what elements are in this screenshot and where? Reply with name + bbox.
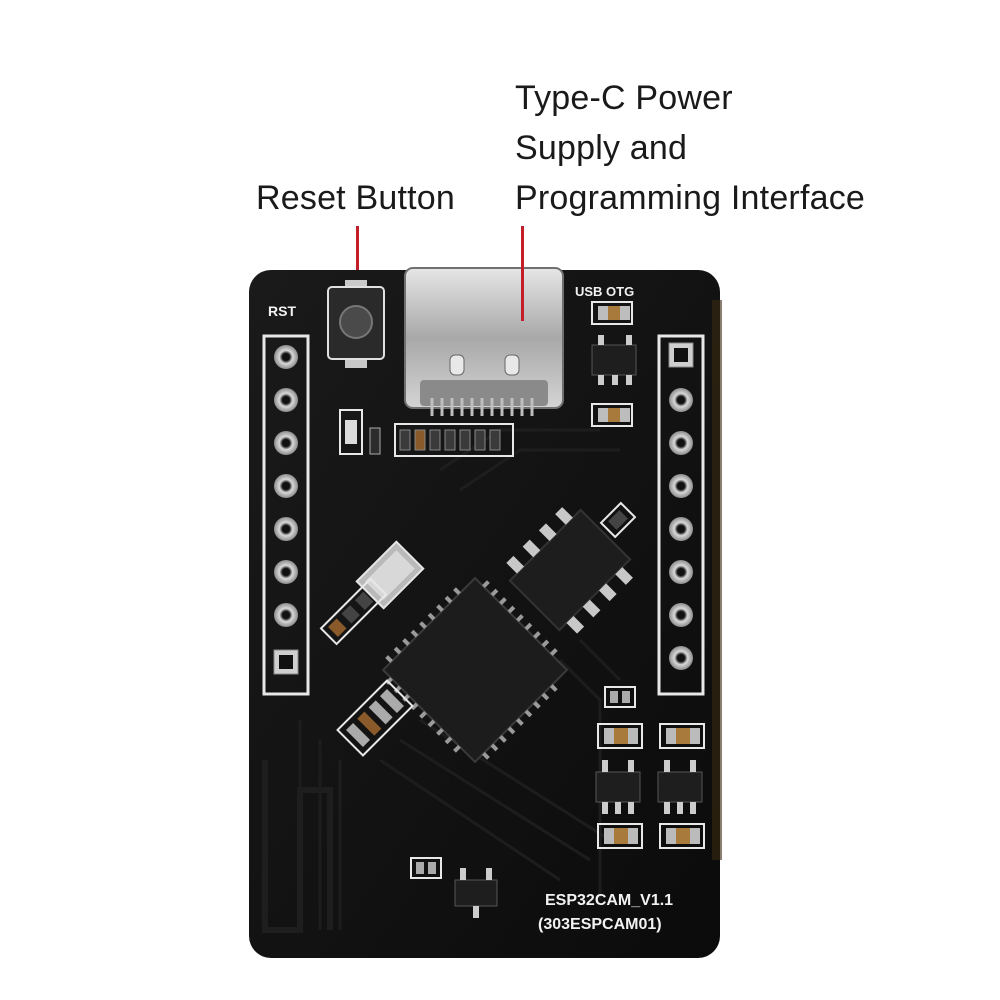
reset-leader-line — [356, 226, 359, 286]
typec-label-line-3: Programming Interface — [515, 179, 866, 217]
esp32-chip — [381, 576, 569, 764]
otg-components — [591, 301, 637, 427]
left-pin-header — [262, 334, 310, 696]
right-pin-header — [657, 334, 705, 696]
usb-type-c-connector[interactable] — [404, 267, 564, 416]
lower-left-passives — [336, 679, 414, 757]
model-silkscreen: ESP32CAM_V1.1 — [545, 892, 673, 909]
reset-button-label: Reset Button — [256, 179, 455, 217]
usb-otg-silkscreen: USB OTG — [575, 284, 634, 299]
pcb-antenna — [262, 760, 333, 933]
crystal-passives — [319, 577, 388, 646]
voltage-regulators — [595, 686, 705, 849]
typec-interface-label: Type-C Power Supply and Programming Inte… — [515, 73, 865, 223]
rst-silkscreen: RST — [268, 303, 296, 319]
typec-label-line-2: Supply and — [515, 129, 688, 167]
typec-leader-line — [521, 226, 524, 321]
reset-button[interactable] — [327, 280, 385, 368]
psram-passive — [599, 501, 637, 539]
bottom-transistor — [410, 857, 498, 918]
typec-label-line-1: Type-C Power — [515, 79, 733, 117]
psram-chip — [506, 507, 633, 634]
part-number-silkscreen: (303ESPCAM01) — [538, 916, 662, 933]
led-and-passives — [339, 409, 514, 457]
